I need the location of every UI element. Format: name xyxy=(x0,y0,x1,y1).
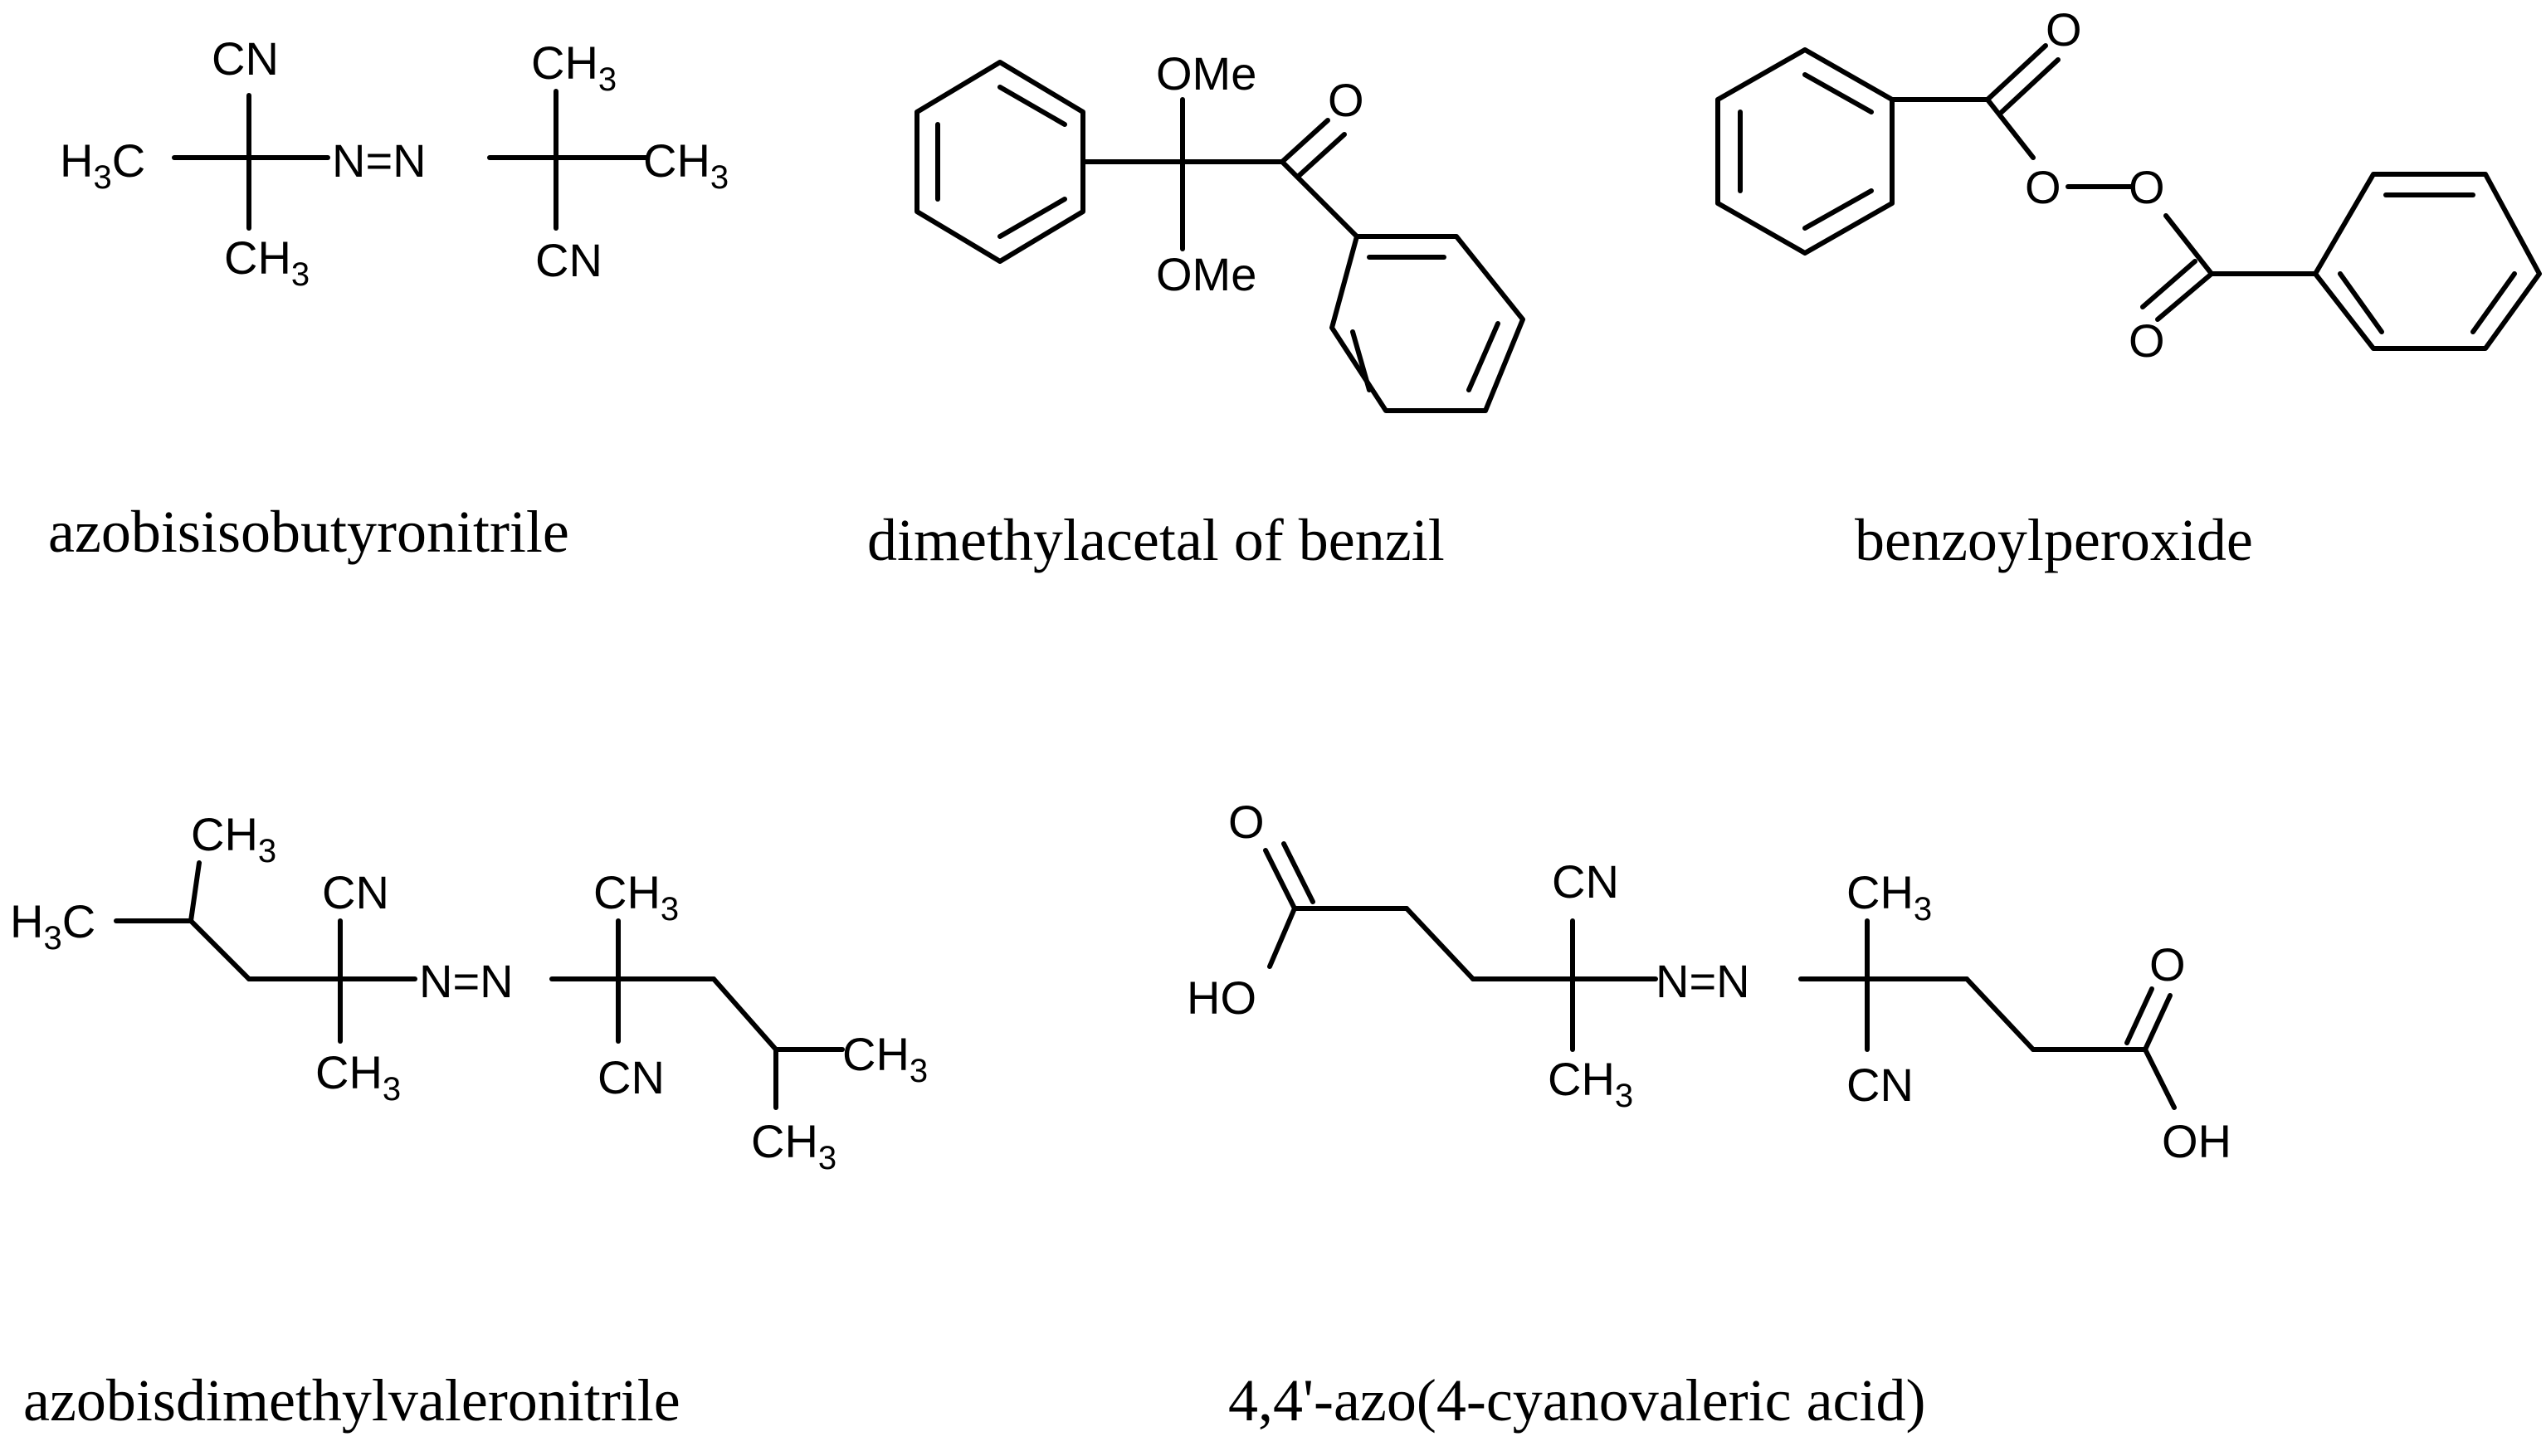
bond xyxy=(2313,172,2542,351)
atom-label: H3C xyxy=(60,134,145,196)
atom-label: CH3 xyxy=(315,1046,401,1108)
atom-label: CH3 xyxy=(531,37,617,98)
atom-label: CN xyxy=(535,234,602,286)
azobisdimethylvaleronitrile-structure: CH3 H3C CN N=N CH3 CH3 CN CH3 CH3 xyxy=(10,808,928,1176)
atom-label: N=N xyxy=(332,134,427,187)
bond xyxy=(1280,118,1330,164)
atom-label: CN xyxy=(1846,1059,1914,1111)
atom-label: OH xyxy=(2162,1115,2231,1167)
bond xyxy=(711,976,778,1052)
bond xyxy=(1964,976,2036,1052)
bond xyxy=(2155,271,2214,322)
bond xyxy=(915,60,1085,264)
bond xyxy=(188,860,202,923)
bond xyxy=(2143,993,2173,1052)
atom-label: O xyxy=(1228,796,1265,848)
bond xyxy=(2143,1047,2177,1110)
bond xyxy=(188,918,251,981)
atom-label: CH3 xyxy=(643,134,729,196)
atom-label: CN xyxy=(212,32,279,85)
bond xyxy=(1281,841,1315,904)
bond xyxy=(1263,848,1297,911)
bond xyxy=(1802,72,1874,114)
bond xyxy=(1715,47,1895,256)
bond xyxy=(1296,132,1347,178)
bond xyxy=(997,197,1067,239)
bond xyxy=(997,85,1067,127)
compound-caption: 4,4'-azo(4-cyanovaleric acid) xyxy=(1228,1367,1925,1434)
atom-label: CH3 xyxy=(191,808,276,869)
bond xyxy=(1350,329,1372,392)
bond xyxy=(1267,906,1297,969)
atom-label: O xyxy=(2149,938,2186,991)
atom-label: O xyxy=(2129,314,2165,367)
atom-label: CN xyxy=(597,1051,665,1103)
atom-label: CH3 xyxy=(224,231,310,293)
bond xyxy=(2124,986,2154,1045)
atom-label: O xyxy=(2129,161,2165,213)
compound-caption: benzoylperoxide xyxy=(1855,507,2253,573)
atom-label: HO xyxy=(1187,971,1256,1024)
atom-label: CN xyxy=(322,866,389,918)
bond xyxy=(1802,188,1874,231)
atom-label: O xyxy=(2025,161,2061,213)
atom-label: CH3 xyxy=(1548,1053,1633,1114)
bond xyxy=(1985,97,2036,160)
atom-label: CN xyxy=(1552,855,1619,908)
atom-label: OMe xyxy=(1156,248,1256,300)
atom-label: CH3 xyxy=(593,866,679,928)
atom-label: N=N xyxy=(1656,955,1750,1007)
atom-label: O xyxy=(1328,74,1364,126)
benzoylperoxide-structure: O O O O xyxy=(1715,3,2542,367)
azo-cyanovaleric-acid-structure: O HO CN N=N CH3 CH3 CN O OH xyxy=(1187,796,2231,1167)
compound-caption: azobisisobutyronitrile xyxy=(48,499,569,565)
bond xyxy=(1329,234,1525,413)
atom-label: OMe xyxy=(1156,47,1256,100)
azobisisobutyronitrile-structure: CN H3C N=N CH3 CH3 CH3 CN xyxy=(60,32,729,293)
bond xyxy=(1404,906,1475,981)
bond xyxy=(2338,271,2384,334)
atom-label: CH3 xyxy=(1846,866,1932,928)
bond xyxy=(2140,259,2197,309)
atom-label: CH3 xyxy=(751,1115,836,1176)
atom-label: CH3 xyxy=(842,1028,928,1089)
bond xyxy=(1466,321,1500,392)
compound-caption: dimethylacetal of benzil xyxy=(867,507,1445,573)
bond xyxy=(1985,43,2048,102)
bond xyxy=(2470,271,2517,334)
atom-label: N=N xyxy=(419,955,514,1007)
atom-label: O xyxy=(2046,3,2082,56)
dimethylacetal-of-benzil-structure: OMe OMe O xyxy=(915,47,1525,413)
bond xyxy=(1280,159,1359,239)
compound-caption: azobisdimethylvaleronitrile xyxy=(23,1367,680,1434)
bond xyxy=(1997,57,2061,116)
bond xyxy=(2163,213,2214,276)
atom-label: H3C xyxy=(10,895,95,957)
